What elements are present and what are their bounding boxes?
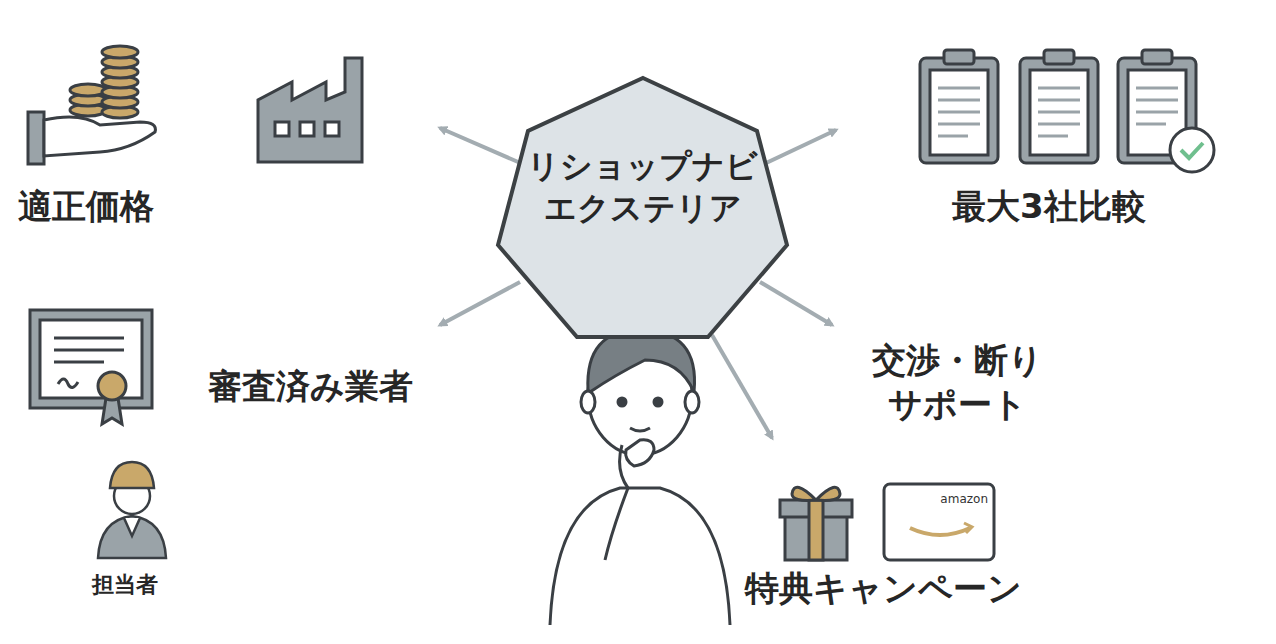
feature-label: 審査済み業者 [208, 366, 413, 407]
heptagon-node: リショップナビ エクステリア [495, 75, 790, 340]
certificate-icon [30, 310, 152, 424]
feature-label: 交渉・断り サポート [862, 338, 1052, 426]
person-figure [550, 330, 730, 625]
factory-icon [258, 58, 362, 162]
feature-label: 特典キャンペーン [745, 568, 1022, 609]
worker-icon [98, 462, 166, 558]
feature-label: 適正価格 [18, 186, 154, 227]
gift-icon [780, 487, 852, 560]
node-text: リショップナビ エクステリア [523, 146, 763, 229]
person-label: 担当者 [92, 572, 158, 598]
coins-hand-icon [28, 46, 155, 164]
feature-label: 最大3社比較 [952, 186, 1146, 227]
brand-text: amazon [912, 492, 988, 506]
clipboards-icon [920, 50, 1214, 172]
gift-card [884, 484, 994, 560]
